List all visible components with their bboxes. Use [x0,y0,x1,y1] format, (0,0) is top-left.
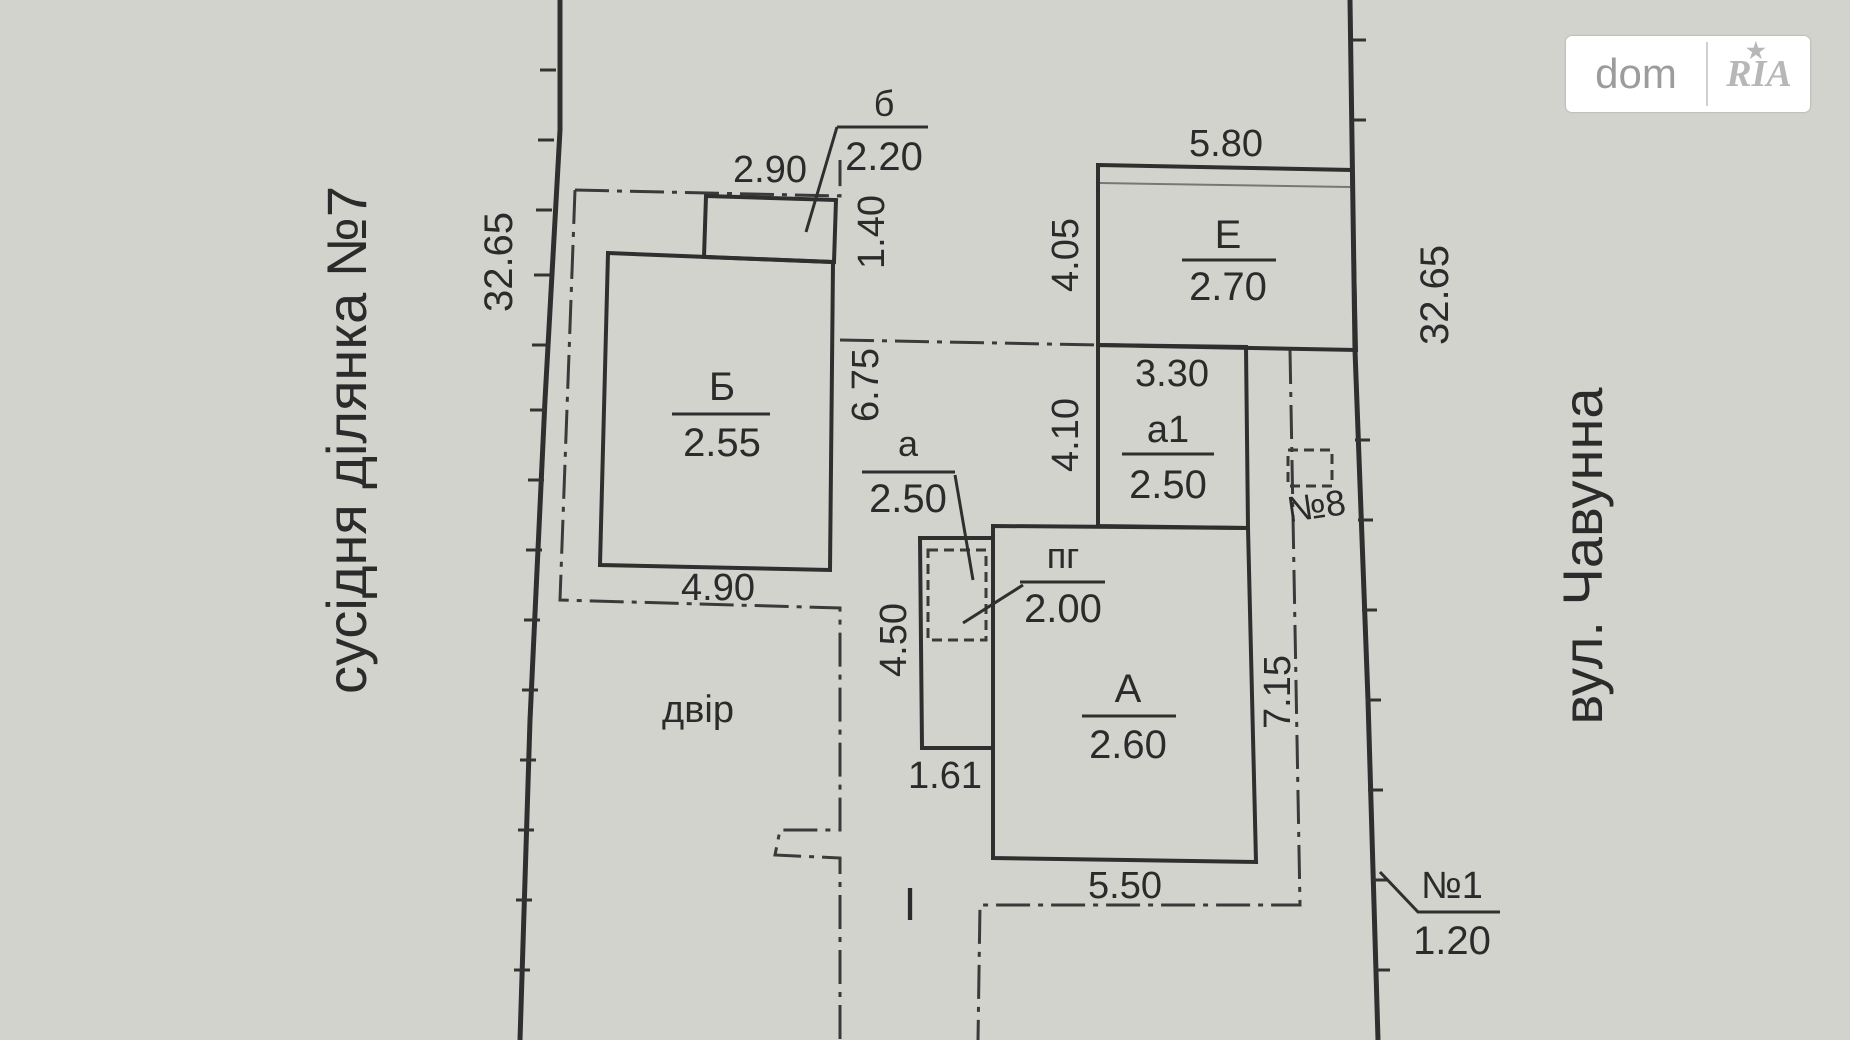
porch-b-height: 2.20 [845,135,923,179]
dim-E-depth: 4.05 [1045,218,1087,292]
watermark-logo: dom ★ RIA [1566,36,1810,112]
dim-B-width: 4.90 [681,567,755,609]
marker-no1-value: 1.20 [1413,919,1491,963]
marker-no1-label: №1 [1421,865,1483,907]
marker-no1-leader [1378,870,1500,914]
dim-A-depth: 7.15 [1257,655,1299,729]
street-label: вул. Чавунна [1551,387,1614,725]
dim-right-plot: 32.65 [1413,245,1457,345]
cellar-pg [926,548,988,642]
plot-boundary-left [517,0,563,1040]
annex-a-height: 2.50 [869,477,947,521]
right-boundary-ticks [1352,38,1390,972]
dim-B-depth: 6.75 [845,348,887,422]
building-E [1096,162,1359,353]
dim-a-width: 1.61 [908,755,982,797]
dim-b-depth: 1.40 [851,195,893,269]
building-A-height: 2.60 [1089,723,1167,767]
building-B [597,250,836,573]
house-number-marker [1286,448,1334,488]
neighbor-plot-label: сусідня ділянка №7 [315,186,378,694]
dim-A-width: 5.50 [1088,865,1162,907]
dim-left-plot: 32.65 [477,212,521,312]
dim-a1-width: 3.30 [1135,353,1209,395]
building-a1-label: а1 [1147,409,1189,451]
building-E-inner-line [1099,182,1351,188]
cellar-pg-pointer [962,583,1024,625]
dim-a1-depth: 4.10 [1045,398,1087,472]
dim-E-width: 5.80 [1189,123,1263,165]
zone-line-middle [839,338,1101,347]
building-B-label: Б [709,365,735,409]
porch-b [701,193,839,265]
building-A-label: А [1115,667,1142,711]
watermark-ria-word: RIA [1726,53,1792,95]
annex-a [917,536,995,750]
house-number-label: №8 [1284,481,1348,530]
porch-b-pointer [804,126,839,233]
building-B-height: 2.55 [683,421,761,465]
left-boundary-ticks [514,68,556,972]
annex-a-label: а [898,423,919,464]
zone-line-left [558,189,842,1040]
cellar-pg-height: 2.00 [1024,587,1102,631]
porch-b-label: б [874,83,895,124]
star-icon: ★ [1746,38,1766,63]
building-a1-height: 2.50 [1129,463,1207,507]
zone-line-upper [574,160,842,198]
watermark-dom-text: dom [1595,50,1677,97]
watermark-ria-text: ★ RIA [1708,38,1810,96]
roman-one-label: I [904,878,917,930]
watermark-divider [1706,42,1708,106]
building-E-height: 2.70 [1189,265,1267,309]
building-E-label: Е [1215,213,1242,257]
zone-line-right [976,349,1302,1040]
cellar-pg-label: пг [1047,535,1080,576]
dim-b-width: 2.90 [733,149,807,191]
yard-label: двір [662,689,734,731]
annex-a-pointer [953,474,975,581]
dim-a-depth: 4.50 [873,603,915,677]
